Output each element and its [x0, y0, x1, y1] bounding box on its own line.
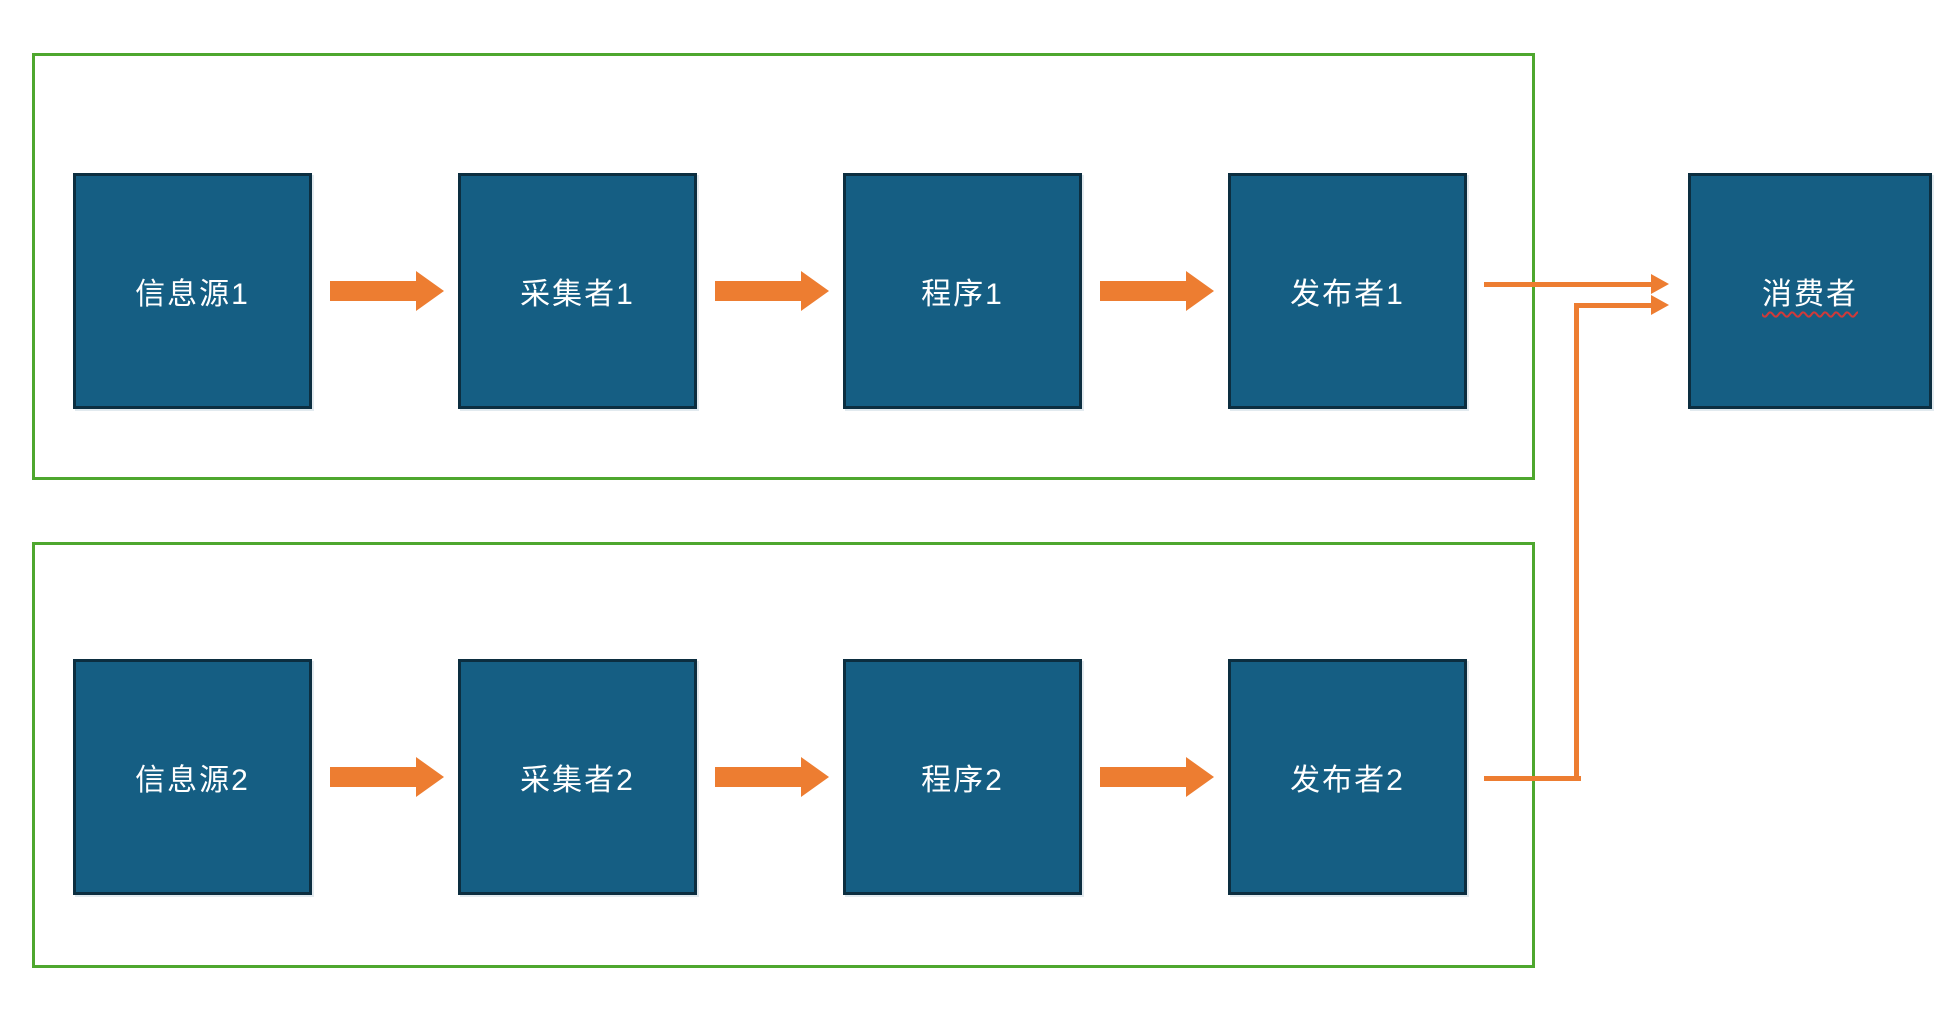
- arrow-body: [330, 767, 417, 787]
- node-publisher-2[interactable]: 发布者2: [1228, 659, 1467, 895]
- group-pipeline-1[interactable]: [32, 53, 1535, 480]
- arrow-body: [330, 281, 417, 301]
- arrow-source1-to-collector1[interactable]: [330, 271, 444, 311]
- node-consumer-label: 消费者: [1762, 278, 1858, 311]
- arrow-collector1-to-program1[interactable]: [715, 271, 829, 311]
- arrow-head-icon: [416, 757, 444, 797]
- node-collector-1[interactable]: 采集者1: [458, 173, 697, 409]
- node-program-1[interactable]: 程序1: [843, 173, 1082, 409]
- node-publisher-1[interactable]: 发布者1: [1228, 173, 1467, 409]
- arrow-head-icon: [1186, 757, 1214, 797]
- node-consumer[interactable]: 消费者: [1688, 173, 1932, 409]
- node-collector-2-label: 采集者2: [520, 764, 635, 797]
- connector-publisher2-segment-top[interactable]: [1574, 303, 1652, 308]
- node-source-2-label: 信息源2: [135, 764, 250, 797]
- node-program-2-label: 程序2: [921, 764, 1004, 797]
- arrow-body: [1100, 767, 1187, 787]
- connector-publisher2-segment-horizontal[interactable]: [1484, 776, 1581, 781]
- arrow-program1-to-publisher1[interactable]: [1100, 271, 1214, 311]
- node-source-1-label: 信息源1: [135, 278, 250, 311]
- arrow-head-icon: [416, 271, 444, 311]
- node-publisher-2-label: 发布者2: [1290, 764, 1405, 797]
- arrow-collector2-to-program2[interactable]: [715, 757, 829, 797]
- arrow-program2-to-publisher2[interactable]: [1100, 757, 1214, 797]
- node-source-1[interactable]: 信息源1: [73, 173, 312, 409]
- arrow-body: [715, 281, 802, 301]
- connector-publisher1-arrowhead-icon: [1651, 274, 1669, 294]
- connector-publisher2-segment-vertical[interactable]: [1574, 303, 1579, 781]
- connector-publisher1-to-consumer[interactable]: [1484, 282, 1652, 287]
- arrow-head-icon: [801, 757, 829, 797]
- arrow-body: [715, 767, 802, 787]
- arrow-body: [1100, 281, 1187, 301]
- connector-publisher2-arrowhead-icon: [1651, 295, 1669, 315]
- node-publisher-1-label: 发布者1: [1290, 278, 1405, 311]
- arrow-head-icon: [1186, 271, 1214, 311]
- node-source-2[interactable]: 信息源2: [73, 659, 312, 895]
- arrow-head-icon: [801, 271, 829, 311]
- node-program-1-label: 程序1: [921, 278, 1004, 311]
- arrow-source2-to-collector2[interactable]: [330, 757, 444, 797]
- node-collector-1-label: 采集者1: [520, 278, 635, 311]
- group-pipeline-2[interactable]: [32, 542, 1535, 968]
- node-program-2[interactable]: 程序2: [843, 659, 1082, 895]
- node-collector-2[interactable]: 采集者2: [458, 659, 697, 895]
